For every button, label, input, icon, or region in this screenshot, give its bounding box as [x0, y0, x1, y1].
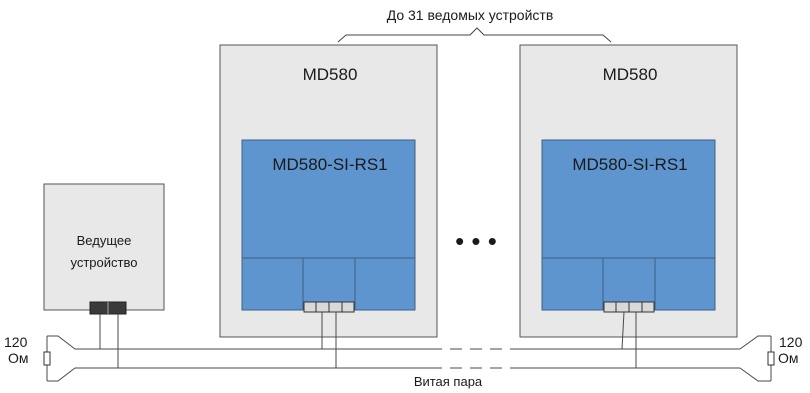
- resistor-left-icon: [43, 351, 51, 366]
- more-devices-ellipsis: • • •: [455, 226, 497, 256]
- card-left-panel: [241, 257, 304, 311]
- comm-card: [541, 139, 716, 259]
- cable-label: Витая пара: [414, 374, 483, 389]
- master-device-label-line1: Ведущее: [77, 233, 132, 248]
- resistor-right-icon: [767, 351, 775, 366]
- terminator-right-value: 120: [779, 334, 803, 350]
- terminator-left-value: 120: [4, 334, 28, 350]
- bus-line-a-left: [47, 335, 300, 350]
- master-device: Ведущее устройство: [43, 183, 165, 315]
- bus-line-a-end: [739, 335, 771, 350]
- terminator-left-unit: Ом: [8, 350, 29, 366]
- comm-card: [241, 139, 416, 259]
- card-right-panel: [354, 257, 416, 311]
- master-device-box: [43, 183, 165, 311]
- terminator-right-unit: Ом: [778, 350, 799, 366]
- bus-line-b-end: [739, 367, 771, 382]
- slave-count-label: До 31 ведомых устройств: [387, 7, 554, 23]
- drive-model-label: MD580: [603, 65, 658, 84]
- card-right-panel: [654, 257, 716, 311]
- comm-card-label: MD580-SI-RS1: [272, 155, 387, 174]
- slave-device-2: MD580 MD580-SI-RS1: [519, 44, 738, 338]
- card-left-panel: [541, 257, 604, 311]
- slave2-drop-a: [621, 311, 625, 350]
- slave-range-brace: [337, 27, 612, 43]
- bus-cable: [46, 311, 772, 382]
- drive-model-label: MD580: [303, 65, 358, 84]
- card-center-panel: [302, 257, 356, 311]
- bus-line-b-left: [47, 367, 300, 382]
- comm-card-label: MD580-SI-RS1: [572, 155, 687, 174]
- slave-device-1: MD580 MD580-SI-RS1: [219, 44, 438, 338]
- terminal-block: [303, 301, 355, 313]
- master-device-label-line2: устройство: [71, 255, 138, 270]
- terminal-block: [603, 301, 655, 313]
